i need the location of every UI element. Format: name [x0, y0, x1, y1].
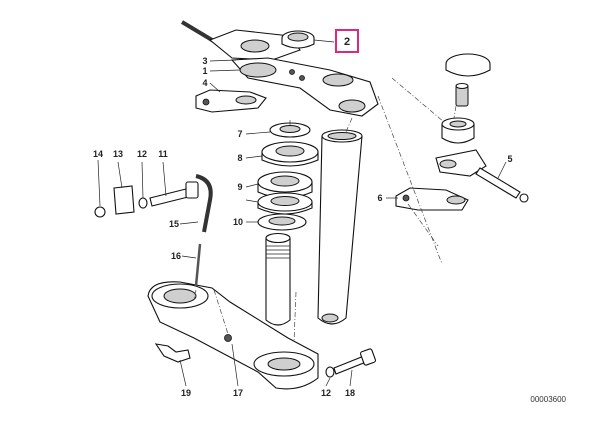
callout-19[interactable]: 19	[181, 388, 191, 398]
fork-tube	[317, 129, 363, 325]
left-bolt-assembly	[94, 181, 199, 218]
callout-12-lower[interactable]: 12	[321, 388, 331, 398]
cap-part-2	[281, 30, 315, 49]
callout-12-upper[interactable]: 12	[137, 149, 147, 159]
clip-part-19	[154, 343, 191, 363]
bearing-stack	[257, 122, 319, 231]
callout-1[interactable]: 1	[202, 66, 207, 76]
callout-17[interactable]: 17	[233, 388, 243, 398]
callout-9[interactable]: 9	[237, 182, 242, 192]
callout-15[interactable]: 15	[169, 219, 179, 229]
callout-7[interactable]: 7	[237, 129, 242, 139]
drawing-code: 00003600	[530, 395, 566, 404]
steering-stem	[265, 232, 291, 326]
right-bracket-part-6	[395, 187, 469, 211]
upper-fork-bridge	[180, 20, 379, 117]
bracket-part-4	[195, 89, 267, 113]
callout-4[interactable]: 4	[202, 78, 207, 88]
lower-fork-bridge	[147, 281, 319, 390]
callout-6[interactable]: 6	[377, 193, 382, 203]
alignment-lines	[213, 77, 457, 343]
callout-13[interactable]: 13	[113, 149, 123, 159]
callout-14[interactable]: 14	[93, 149, 103, 159]
bolt-part-18	[325, 348, 377, 378]
callout-8[interactable]: 8	[237, 153, 242, 163]
highlight-box	[335, 29, 359, 53]
callout-3[interactable]: 3	[202, 56, 207, 66]
right-knob-assembly	[435, 53, 529, 203]
leader-lines	[97, 39, 507, 387]
callout-5[interactable]: 5	[507, 154, 512, 164]
callout-16[interactable]: 16	[171, 251, 181, 261]
callout-2[interactable]: 2	[344, 36, 350, 48]
callout-10[interactable]: 10	[233, 217, 243, 227]
cable-part-15-16	[193, 174, 213, 301]
callout-labels: 2 3 1 4 7 8 9 10 14 13 12 11 15 16 5 6 1…	[93, 36, 513, 398]
callout-11[interactable]: 11	[158, 149, 168, 159]
callout-18[interactable]: 18	[345, 388, 355, 398]
